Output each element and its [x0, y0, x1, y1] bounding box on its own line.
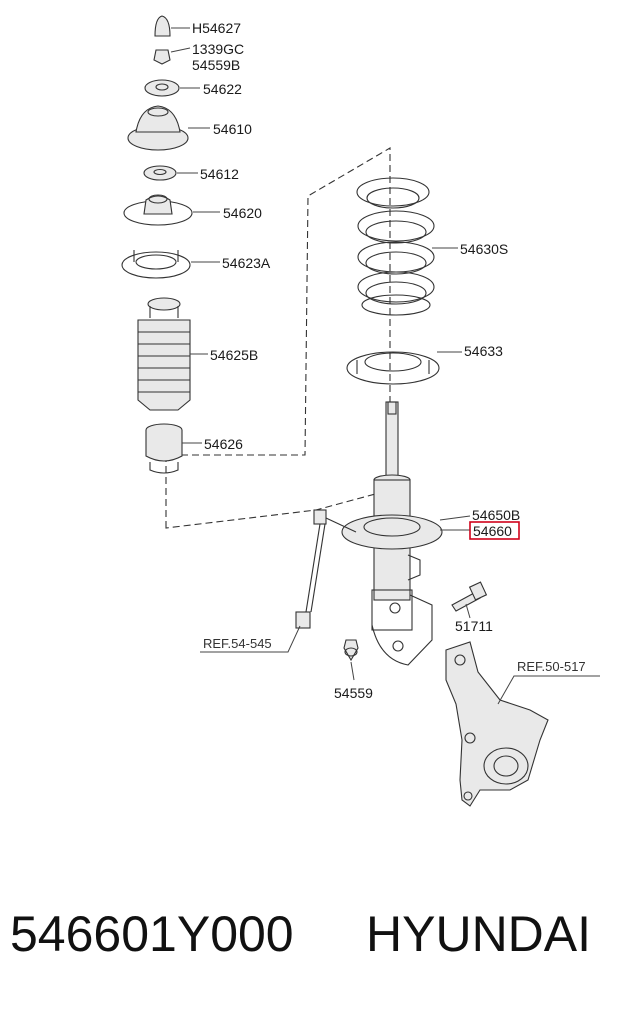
part-strut-assembly [341, 401, 443, 666]
leader-54650b [439, 515, 471, 521]
label-54625b: 54625B [210, 347, 258, 363]
leader-ref-54-545 [200, 625, 301, 653]
part-54623a-spring-pad [121, 250, 220, 279]
label-h54627: H54627 [192, 20, 241, 36]
part-54630s-coil-spring [356, 177, 458, 316]
assembly-dashed-outline [165, 147, 391, 529]
label-54559: 54559 [334, 685, 373, 701]
label-54630s: 54630S [460, 241, 508, 257]
part-54610-strut-mount [127, 105, 210, 151]
part-1339gc-nut [153, 47, 191, 65]
caption-brand: HYUNDAI [366, 906, 592, 962]
label-51711: 51711 [455, 618, 493, 634]
part-54625b-dust-boot [137, 297, 208, 411]
part-h54627-cap [154, 15, 190, 37]
part-stabilizer-link [295, 509, 357, 629]
label-54633: 54633 [464, 343, 503, 359]
leader-ref-50-517 [497, 675, 600, 705]
label-54623a: 54623A [222, 255, 271, 271]
part-54633-lower-pad [346, 351, 462, 385]
ref-54-545: REF.54-545 [203, 636, 272, 651]
caption-part-number: 546601Y000 [10, 906, 294, 962]
part-54622-washer [144, 79, 200, 97]
label-54650b: 54650B [472, 507, 520, 523]
part-54612-washer [143, 165, 198, 181]
label-54612: 54612 [200, 166, 239, 182]
label-54559b: 54559B [192, 57, 240, 73]
ref-50-517: REF.50-517 [517, 659, 586, 674]
label-54622: 54622 [203, 81, 242, 97]
part-54559-nut [343, 639, 359, 681]
caption-row: 546601Y000 HYUNDAI [0, 905, 620, 975]
part-54626-bump-stop [145, 423, 202, 474]
part-51711-bolt [451, 581, 488, 619]
label-54610: 54610 [213, 121, 252, 137]
label-54626: 54626 [204, 436, 243, 452]
part-steering-knuckle [445, 641, 549, 807]
label-1339gc: 1339GC [192, 41, 244, 57]
highlight-box-54660 [469, 521, 520, 540]
label-54660: 54660 [473, 523, 512, 539]
label-54620: 54620 [223, 205, 262, 221]
part-54620-bearing [123, 194, 220, 226]
